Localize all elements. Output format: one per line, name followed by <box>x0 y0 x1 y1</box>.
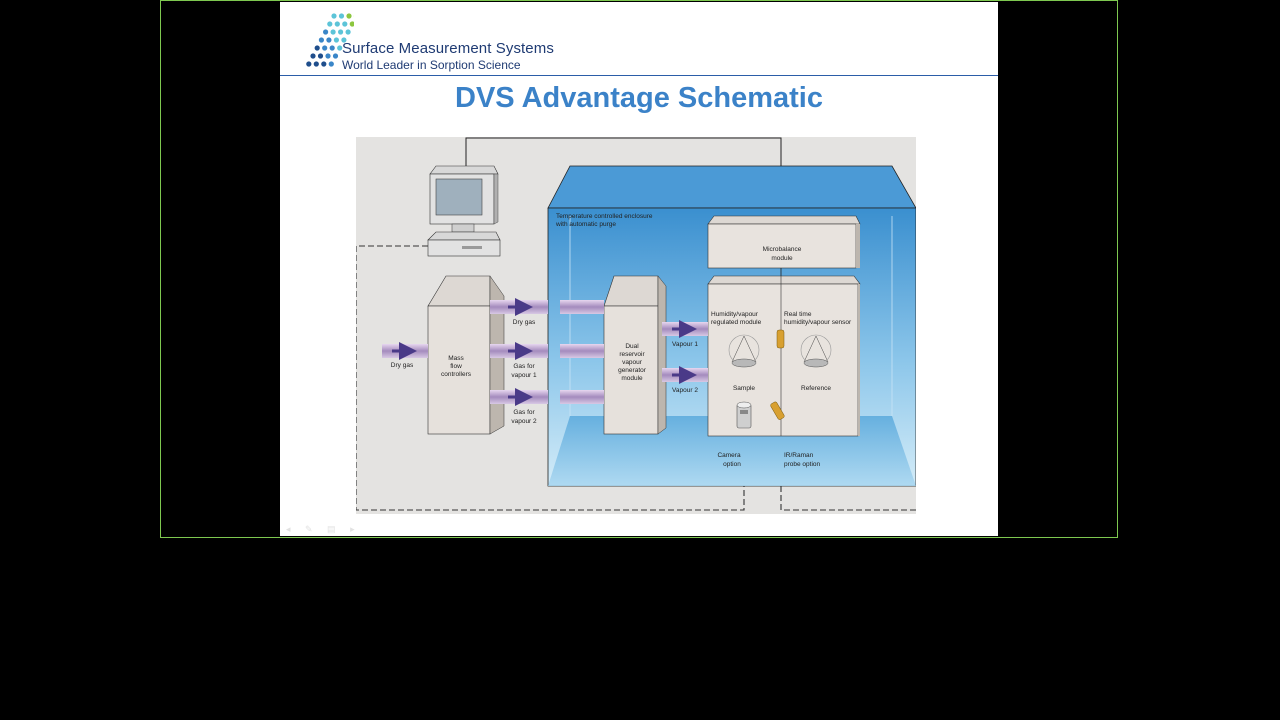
gas-vapour2-label-1: Gas for <box>513 409 535 416</box>
gas-vapour1-label-1: Gas for <box>513 363 535 370</box>
microbalance-label-2: module <box>771 255 793 262</box>
logo-dot <box>334 21 340 27</box>
camera-icon <box>736 401 752 429</box>
logo-dot <box>329 45 335 51</box>
logo-dot <box>306 61 312 67</box>
logo-dot <box>331 13 337 19</box>
flow-arrows <box>392 298 697 406</box>
enclosure-label-line2: with automatic purge <box>555 221 616 228</box>
logo-dot <box>342 21 348 27</box>
dvs-schematic-diagram: Temperature controlled enclosure with au… <box>356 136 916 514</box>
logo-dot <box>323 29 329 35</box>
gas-vapour2-label-2: vapour 2 <box>511 418 537 425</box>
humidity-module-label-1: Humidity/vapour <box>711 311 759 318</box>
logo-dot <box>330 29 336 35</box>
logo-dot <box>328 61 334 67</box>
generator-label-2: reservoir <box>619 351 645 358</box>
logo-dot <box>326 37 332 43</box>
generator-label-4: generator <box>618 367 647 374</box>
humidity-module-label-2: regulated module <box>711 319 762 326</box>
dot-grid-logo-icon <box>306 13 354 67</box>
company-tagline: World Leader in Sorption Science <box>342 58 521 72</box>
logo-dot <box>338 29 344 35</box>
camera-label-2: option <box>723 461 741 468</box>
microbalance-label-1: Microbalance <box>763 246 802 253</box>
generator-label-5: module <box>621 375 643 382</box>
logo-dot <box>345 29 351 35</box>
mfc-label-1: Mass <box>448 355 464 362</box>
probe-label-1: IR/Raman <box>784 452 814 459</box>
logo-dot <box>318 37 324 43</box>
slide: Surface Measurement Systems World Leader… <box>280 2 998 536</box>
mfc-label-3: controllers <box>441 371 472 378</box>
logo-dot <box>337 45 343 51</box>
sample-label: Sample <box>733 385 755 392</box>
probe-icon <box>770 401 785 420</box>
humidity-chamber: Humidity/vapour regulated module Real ti… <box>707 275 861 437</box>
slide-title: DVS Advantage Schematic <box>455 82 823 114</box>
logo-dot <box>313 61 319 67</box>
sample-pan-icon <box>728 334 760 368</box>
generator-label-3: vapour <box>622 359 643 366</box>
slide-nav-controls[interactable]: ◂ ✎ ▤ ▸ <box>286 524 361 534</box>
logo-dot <box>322 45 328 51</box>
logo-dot <box>327 21 333 27</box>
logo-dot <box>317 53 324 59</box>
reference-label: Reference <box>801 385 831 392</box>
microbalance-module: Microbalance module <box>707 215 861 296</box>
company-name: Surface Measurement Systems <box>342 40 554 57</box>
rt-sensor-icon <box>776 329 785 349</box>
vapour2-label: Vapour 2 <box>672 387 698 394</box>
logo-dot <box>346 13 352 19</box>
logo-dot <box>321 61 327 67</box>
top-cable-mask <box>356 136 916 137</box>
dry-gas-out-label: Dry gas <box>513 319 536 326</box>
vapour-generator-module: Dual reservoir vapour generator module <box>603 275 667 435</box>
logo-dot <box>338 13 345 19</box>
logo-dot <box>332 53 339 59</box>
logo-dot <box>349 21 354 27</box>
logo-dot <box>333 37 339 43</box>
vapour1-label: Vapour 1 <box>672 341 698 348</box>
computer-icon <box>427 165 501 257</box>
logo-dot <box>314 45 320 51</box>
logo-dot <box>341 37 347 43</box>
camera-label-1: Camera <box>717 452 741 459</box>
dry-gas-in-label: Dry gas <box>391 362 414 369</box>
probe-label-2: probe option <box>784 461 821 468</box>
rt-sensor-label-2: humidity/vapour sensor <box>784 319 852 326</box>
enclosure-label-line1: Temperature controlled enclosure <box>556 213 653 220</box>
mfc-label-2: flow <box>450 363 462 370</box>
gas-vapour1-label-2: vapour 1 <box>511 372 537 379</box>
logo-dot <box>325 53 331 59</box>
header-divider <box>280 75 998 76</box>
generator-label-1: Dual <box>625 343 639 350</box>
rt-sensor-label-1: Real time <box>784 311 812 318</box>
logo-dot <box>310 53 316 59</box>
reference-pan-icon <box>800 334 832 368</box>
